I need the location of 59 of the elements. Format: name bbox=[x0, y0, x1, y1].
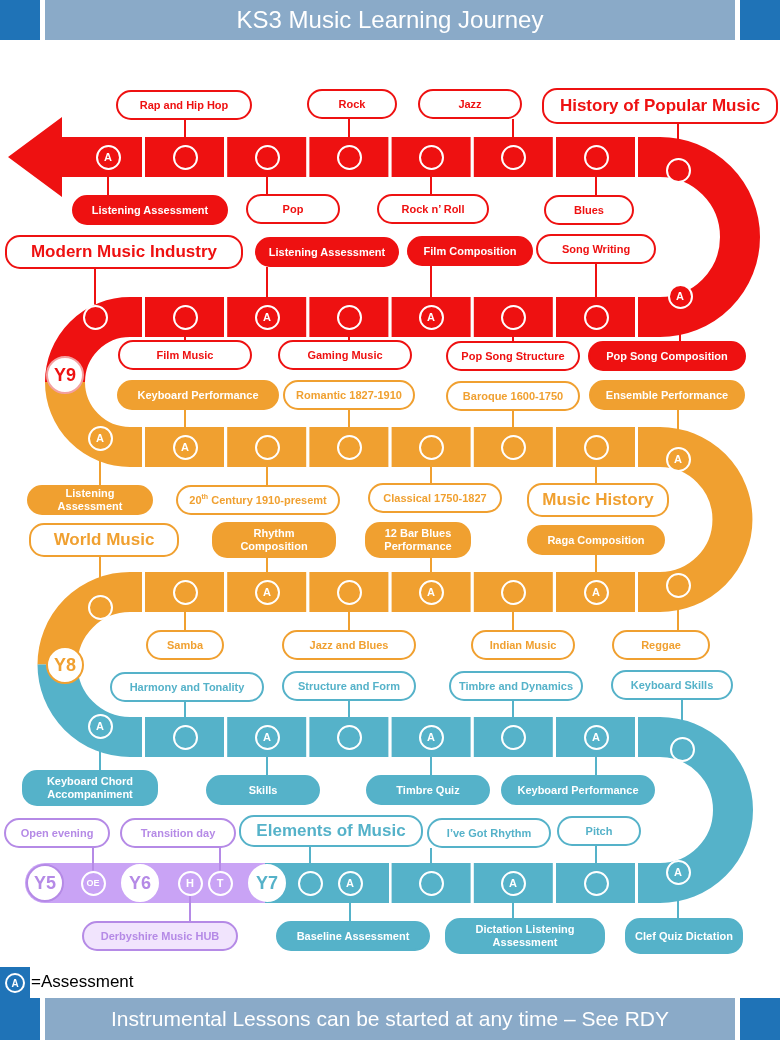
topic-pill: Baroque 1600-1750 bbox=[446, 381, 580, 411]
topic-pill: Harmony and Tonality bbox=[110, 672, 264, 702]
topic-pill: Rap and Hip Hop bbox=[116, 90, 252, 120]
topic-pill: Pop Song Structure bbox=[446, 341, 580, 371]
topic-pill: Structure and Form bbox=[282, 671, 416, 701]
topic-pill: Raga Composition bbox=[527, 525, 665, 555]
topic-pill: Film Composition bbox=[407, 236, 533, 266]
topic-pill: Ensemble Performance bbox=[589, 380, 745, 410]
topic-pill: Derbyshire Music HUB bbox=[82, 921, 238, 951]
heading-pill: Elements of Music bbox=[239, 815, 423, 847]
title-banner: KS3 Music Learning Journey bbox=[45, 0, 735, 40]
leader-line bbox=[189, 894, 191, 922]
topic-pill: 12 Bar Blues Performance bbox=[365, 522, 471, 558]
topic-pill: Clef Quiz Dictation bbox=[625, 918, 743, 954]
topic-pill: Song Writing bbox=[536, 234, 656, 264]
footer-banner: Instrumental Lessons can be started at any time – See RDY bbox=[45, 998, 735, 1040]
topic-pill: Listening Assessment bbox=[72, 195, 228, 225]
topic-pill: Gaming Music bbox=[278, 340, 412, 370]
topic-pill: Keyboard Performance bbox=[117, 380, 279, 410]
leader-line bbox=[94, 268, 96, 306]
topic-pill: Pitch bbox=[557, 816, 641, 846]
topic-pill: Jazz bbox=[418, 89, 522, 119]
topic-pill: 20$^{th}$ Century 1910-presemt bbox=[176, 485, 340, 515]
topic-pill: Pop bbox=[246, 194, 340, 224]
topic-pill: Listening Assessment bbox=[255, 237, 399, 267]
topic-pill: Keyboard Performance bbox=[501, 775, 655, 805]
leader-line bbox=[219, 847, 221, 872]
heading-pill: History of Popular Music bbox=[542, 88, 778, 124]
topic-pill: Dictation Listening Assessment bbox=[445, 918, 605, 954]
assessment-marker: A bbox=[667, 283, 693, 309]
topic-pill: Indian Music bbox=[471, 630, 575, 660]
topic-pill: Timbre Quiz bbox=[366, 775, 490, 805]
topic-pill: Transition day bbox=[120, 818, 236, 848]
topic-pill: Jazz and Blues bbox=[282, 630, 416, 660]
topic-pill: Pop Song Composition bbox=[588, 341, 746, 371]
topic-pill: Listening Assessment bbox=[27, 485, 153, 515]
heading-pill: World Music bbox=[29, 523, 179, 557]
topic-pill: Rock bbox=[307, 89, 397, 119]
topic-pill: Timbre and Dynamics bbox=[449, 671, 583, 701]
topic-pill: Rock n’ Roll bbox=[377, 194, 489, 224]
topic-pill: Romantic 1827-1910 bbox=[283, 380, 415, 410]
heading-pill: Modern Music Industry bbox=[5, 235, 243, 269]
heading-pill: Music History bbox=[527, 483, 669, 517]
topic-pill: I’ve Got Rhythm bbox=[427, 818, 551, 848]
topic-pill: Film Music bbox=[118, 340, 252, 370]
topic-pill: Keyboard Skills bbox=[611, 670, 733, 700]
topic-pill: Reggae bbox=[612, 630, 710, 660]
year-badge: Y5 bbox=[26, 864, 64, 902]
leader-line bbox=[92, 847, 94, 872]
topic-pill: Baseline Assessment bbox=[276, 921, 430, 951]
topic-pill: Skills bbox=[206, 775, 320, 805]
topic-pill: Classical 1750-1827 bbox=[368, 483, 502, 513]
topic-pill: Open evening bbox=[4, 818, 110, 848]
topic-pill: Rhythm Composition bbox=[212, 522, 336, 558]
legend-text: =Assessment bbox=[31, 972, 134, 992]
topic-pill: Blues bbox=[544, 195, 634, 225]
assessment-icon: A bbox=[0, 967, 30, 999]
topic-pill: Keyboard Chord Accompaniment bbox=[22, 770, 158, 806]
topic-pill: Samba bbox=[146, 630, 224, 660]
